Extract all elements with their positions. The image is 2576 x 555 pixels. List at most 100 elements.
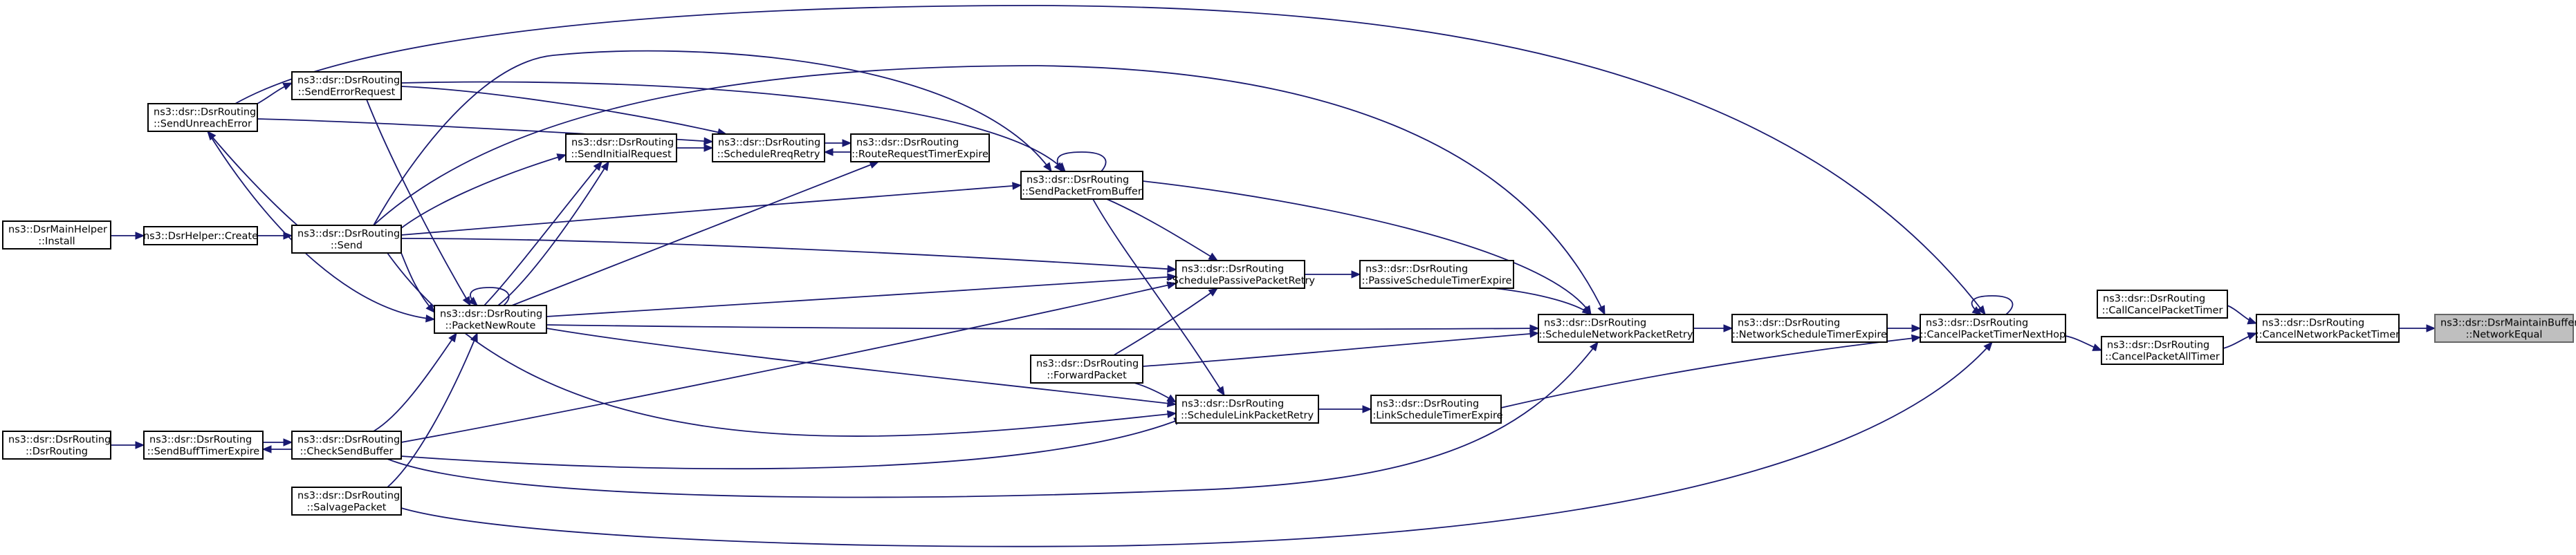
node-check-send-buffer[interactable]: ns3::dsr::DsrRouting::CheckSendBuffer <box>291 431 402 460</box>
node-network-schedule-timer-expire[interactable]: ns3::dsr::DsrRouting::NetworkScheduleTim… <box>1731 314 1888 343</box>
node-box <box>291 71 402 100</box>
node-box <box>1920 314 2066 343</box>
edge-line <box>207 131 435 320</box>
node-send[interactable]: ns3::dsr::DsrRouting::Send <box>291 225 402 254</box>
node-send-packet-from-buffer[interactable]: ns3::dsr::DsrRouting::SendPacketFromBuff… <box>1020 171 1143 200</box>
arrowhead <box>1208 288 1219 297</box>
node-box <box>1538 314 1694 343</box>
node-box <box>1030 355 1143 384</box>
arrowhead <box>1043 162 1052 173</box>
node-label-line: ns3::dsr::DsrRouting <box>571 138 674 149</box>
edge-line <box>1106 198 1218 261</box>
node-schedule-rreq-retry[interactable]: ns3::dsr::DsrRouting::ScheduleRreqRetry <box>712 133 825 162</box>
node-label-line: ::PacketNewRoute <box>445 321 536 332</box>
node-box <box>2256 314 2400 343</box>
edge-networkScheduleTimerExpire-scheduleNetworkPacketRetry <box>1693 324 1733 332</box>
edge-networkEqual-cancelNetworkPacketTimer <box>2399 324 2436 332</box>
edge-scheduleNetworkPacketRetry-send <box>373 65 1606 316</box>
edge-scheduleNetworkPacketRetry-passiveScheduleTimerExpire <box>1493 288 1592 315</box>
node-label-line: ns3::dsr::DsrRouting <box>856 138 959 149</box>
edge-line <box>401 185 1022 236</box>
edge-sendInitialRequest-packetNewRoute <box>497 160 609 306</box>
edge-sendUnreachError-send <box>207 131 298 226</box>
edge-sendPacketFromBuffer-send <box>401 182 1022 236</box>
node-label-line: ::ForwardPacket <box>1047 370 1127 382</box>
node-link-schedule-timer-expire[interactable]: ns3::dsr::DsrRouting::LinkScheduleTimerE… <box>1369 395 1503 424</box>
node-dsr-main-helper-install[interactable]: ns3::DsrMainHelper::Install <box>2 220 111 250</box>
node-cancel-network-packet-timer[interactable]: ns3::dsr::DsrRouting::CancelNetworkPacke… <box>2256 314 2400 343</box>
node-label-line: ns3::DsrMainHelper <box>8 225 107 236</box>
node-send-error-request[interactable]: ns3::dsr::DsrRouting::SendErrorRequest <box>291 71 402 100</box>
arrowhead <box>869 161 880 169</box>
edge-line <box>401 341 1993 547</box>
node-box <box>143 431 264 460</box>
edge-line <box>546 328 1177 405</box>
node-route-request-timer-expire[interactable]: ns3::dsr::DsrRouting::RouteRequestTimerE… <box>850 133 990 162</box>
edge-schedulePassivePacketRetry-packetNewRoute <box>546 273 1177 317</box>
node-cancel-packet-all-timer[interactable]: ns3::dsr::DsrRouting::CancelPacketAllTim… <box>2101 336 2224 365</box>
arrowhead <box>425 303 435 313</box>
node-salvage-packet[interactable]: ns3::dsr::DsrRouting::SalvagePacket <box>291 487 402 516</box>
arrowhead <box>703 137 714 145</box>
node-box <box>1020 171 1143 200</box>
edge-line <box>511 161 879 306</box>
arrowhead <box>2247 332 2258 340</box>
node-box <box>2434 314 2574 343</box>
arrowhead <box>448 332 457 343</box>
node-send-buff-timer-expire[interactable]: ns3::dsr::DsrRouting::SendBuffTimerExpir… <box>143 431 264 460</box>
node-send-unreach-error[interactable]: ns3::dsr::DsrRouting::SendUnreachError <box>147 103 258 132</box>
node-schedule-passive-packet-retry[interactable]: ns3::dsr::DsrRouting::SchedulePassivePac… <box>1166 260 1315 289</box>
edge-line <box>401 154 567 229</box>
node-label-line: ns3::dsr::DsrRouting <box>1377 399 1479 410</box>
edge-checkSendBuffer-sendBuffTimerExpire <box>263 438 293 446</box>
node-send-initial-request[interactable]: ns3::dsr::DsrRouting::SendInitialRequest <box>565 133 677 162</box>
arrowhead <box>593 160 602 171</box>
node-schedule-network-packet-retry[interactable]: ns3::dsr::DsrRouting::ScheduleNetworkPac… <box>1538 314 1694 343</box>
arrowhead <box>842 139 852 147</box>
node-forward-packet[interactable]: ns3::dsr::DsrRouting::ForwardPacket <box>1030 355 1143 384</box>
node-label-line: ::ScheduleLinkPacketRetry <box>1181 411 1314 422</box>
node-schedule-link-packet-retry[interactable]: ns3::dsr::DsrRouting::ScheduleLinkPacket… <box>1175 395 1319 424</box>
function-nodes: ns3::dsr::DsrMaintainBuffer::NetworkEqua… <box>2 71 2576 516</box>
node-label-line: ns3::dsr::DsrRouting <box>297 229 400 240</box>
node-dsr-routing[interactable]: ns3::dsr::DsrRouting::DsrRouting <box>2 431 111 460</box>
node-label-line: ::SendInitialRequest <box>571 149 672 160</box>
node-label-line: ::RouteRequestTimerExpire <box>852 149 988 160</box>
node-cancel-packet-timer-next-hop[interactable]: ns3::dsr::DsrRouting::CancelPacketTimerN… <box>1920 314 2066 343</box>
edge-line <box>234 5 1986 315</box>
edge-line <box>546 276 1177 317</box>
arrowhead <box>462 296 471 307</box>
node-box <box>1175 395 1319 424</box>
arrowhead <box>425 314 436 323</box>
node-dsr-helper-create[interactable]: ns3::DsrHelper::Create <box>143 226 258 245</box>
edge-schedulePassivePacketRetry-sendPacketFromBuffer <box>1106 198 1219 261</box>
node-box <box>143 226 258 245</box>
arrowhead <box>135 441 145 449</box>
edge-routeRequestTimerExpire-scheduleRreqRetry <box>825 139 852 147</box>
arrowhead <box>468 297 478 306</box>
node-packet-new-route[interactable]: ns3::dsr::DsrRouting::PacketNewRoute <box>434 305 547 334</box>
node-label-line: ::CancelNetworkPacketTimer <box>2256 330 2400 341</box>
edge-line <box>1056 151 1107 172</box>
node-passive-schedule-timer-expire[interactable]: ns3::dsr::DsrRouting::PassiveScheduleTim… <box>1359 260 1514 289</box>
node-label-line: ::CancelPacketTimerNextHop <box>1920 330 2066 341</box>
node-label-line: ::SchedulePassivePacketRetry <box>1166 276 1315 287</box>
arrowhead <box>283 232 293 240</box>
arrowhead <box>1597 305 1606 316</box>
node-label-line: ns3::dsr::DsrRouting <box>1181 399 1284 410</box>
node-label-line: ::PassiveScheduleTimerExpire <box>1361 276 1511 287</box>
arrowhead <box>135 232 145 240</box>
node-label-line: ns3::dsr::DsrRouting <box>1544 318 1646 329</box>
edge-line <box>401 252 435 313</box>
edge-line <box>366 99 471 306</box>
node-box <box>1175 260 1305 289</box>
arrowhead <box>1589 341 1599 352</box>
edge-sendInitialRequest-packetNewRoute <box>484 160 602 306</box>
node-call-cancel-packet-timer[interactable]: ns3::dsr::DsrRouting::CallCancelPacketTi… <box>2097 290 2228 319</box>
edge-sendPacketFromBuffer-sendErrorRequest <box>401 81 1066 172</box>
edge-packetNewRoute-send <box>401 252 435 313</box>
node-label-line: ns3::dsr::DsrRouting <box>1365 264 1468 275</box>
node-label-line: ::CancelPacketAllTimer <box>2105 352 2220 363</box>
node-label-line: ns3::dsr::DsrRouting <box>718 138 820 149</box>
node-box <box>712 133 825 162</box>
